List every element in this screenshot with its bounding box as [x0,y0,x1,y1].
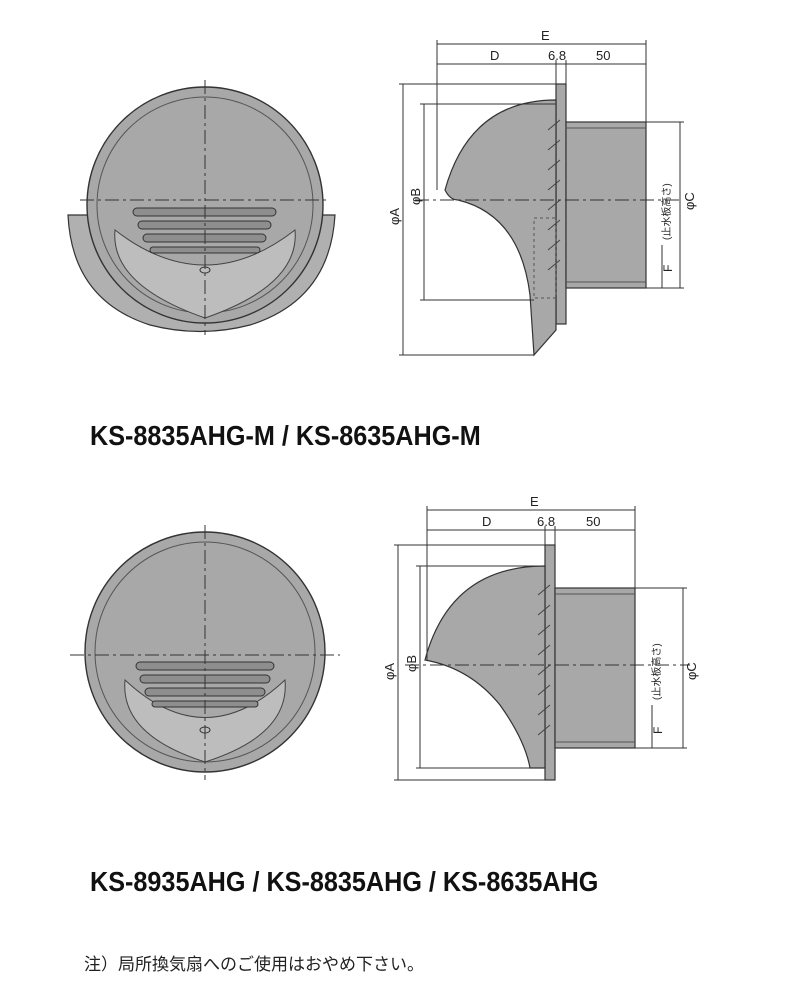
bottom-dim-50: 50 [586,514,600,529]
top-dim-e: E [541,28,550,43]
bottom-dim-d: D [482,514,491,529]
bottom-dim-f: F [651,727,665,734]
top-dim-50: 50 [596,48,610,63]
bottom-dim-a: φA [382,663,397,680]
bottom-dim-e: E [530,494,539,509]
top-dim-68: 6.8 [548,48,566,63]
usage-note: 注）局所換気扇へのご使用はおやめ下さい。 [84,955,424,975]
top-dim-f: F [661,265,675,272]
bottom-front-view [70,525,340,780]
bottom-dim-c: φC [684,662,699,680]
top-dim-c: φC [682,192,697,210]
top-dim-b: φB [408,188,423,205]
top-dim-a: φA [387,208,402,225]
model-title-top: KS-8835AHG-M / KS-8635AHG-M [90,420,481,451]
top-dim-water: (止水板高さ) [660,183,673,240]
top-front-view [67,80,336,335]
bottom-side-view: E D 6.8 50 φA φB φC F (止水板高さ) [382,494,699,781]
bottom-dim-water: (止水板高さ) [650,643,663,700]
top-side-view: E D 6.8 50 φA φB φC F (止水板高さ) [387,28,697,357]
model-title-bottom: KS-8935AHG / KS-8835AHG / KS-8635AHG [90,866,599,897]
top-dim-d: D [490,48,499,63]
bottom-dim-b: φB [404,655,419,672]
bottom-dim-68: 6.8 [537,514,555,529]
